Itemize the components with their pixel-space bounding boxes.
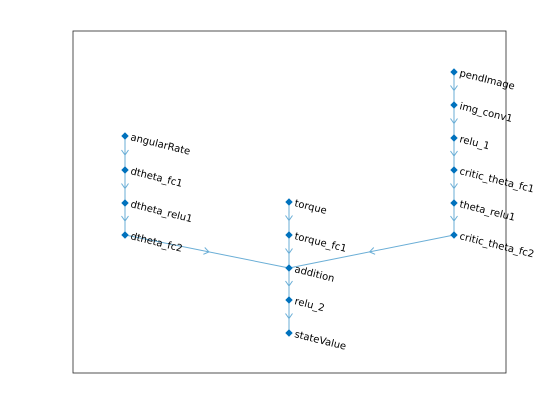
node-marker (121, 132, 129, 140)
edge-arrow (121, 215, 129, 222)
edge-arrow (450, 118, 458, 125)
edge-dtheta_relu1-to-dtheta_fc2 (121, 203, 129, 235)
edge-angularRate-to-dtheta_fc1 (121, 136, 129, 170)
node-marker (285, 231, 293, 239)
edge-arrow (285, 215, 293, 222)
edge-arrow (450, 215, 458, 222)
edge-dtheta_fc1-to-dtheta_relu1 (121, 170, 129, 203)
node-marker (121, 231, 129, 239)
node-marker (450, 166, 458, 174)
edge-pendImage-to-img_conv1 (450, 72, 458, 105)
edge-dtheta_fc2-to-addition (124, 234, 290, 269)
node-marker (285, 329, 293, 337)
edge-torque-to-torque_fc1 (285, 202, 293, 235)
edge-arrow (450, 183, 458, 190)
edge-critic_theta_fc2-to-addition (288, 234, 455, 269)
edge-line (288, 234, 455, 269)
edge-arrow (121, 183, 129, 190)
node-marker (121, 166, 129, 174)
edge-arrow (368, 247, 376, 255)
node-marker (450, 231, 458, 239)
edges-layer (121, 72, 458, 333)
node-marker (121, 199, 129, 207)
edge-relu_2-to-stateValue (285, 300, 293, 333)
node-marker (450, 199, 458, 207)
node-marker (285, 264, 293, 272)
edge-theta_relu1-to-critic_theta_fc2 (450, 203, 458, 235)
node-marker (450, 134, 458, 142)
edge-arrow (285, 280, 293, 287)
node-marker (450, 68, 458, 76)
edge-relu_1-to-critic_theta_fc1 (450, 138, 458, 170)
edge-img_conv1-to-relu_1 (450, 105, 458, 138)
edge-arrow (121, 149, 129, 156)
edge-critic_theta_fc1-to-theta_relu1 (450, 170, 458, 203)
edge-arrow (450, 85, 458, 92)
edge-torque_fc1-to-addition (285, 235, 293, 268)
node-marker (285, 198, 293, 206)
edge-arrow (285, 313, 293, 320)
edge-arrow (203, 247, 210, 255)
edge-arrow (450, 150, 458, 157)
edge-arrow (285, 248, 293, 255)
edge-line (124, 234, 290, 269)
node-marker (285, 296, 293, 304)
edge-addition-to-relu_2 (285, 268, 293, 300)
node-marker (450, 101, 458, 109)
